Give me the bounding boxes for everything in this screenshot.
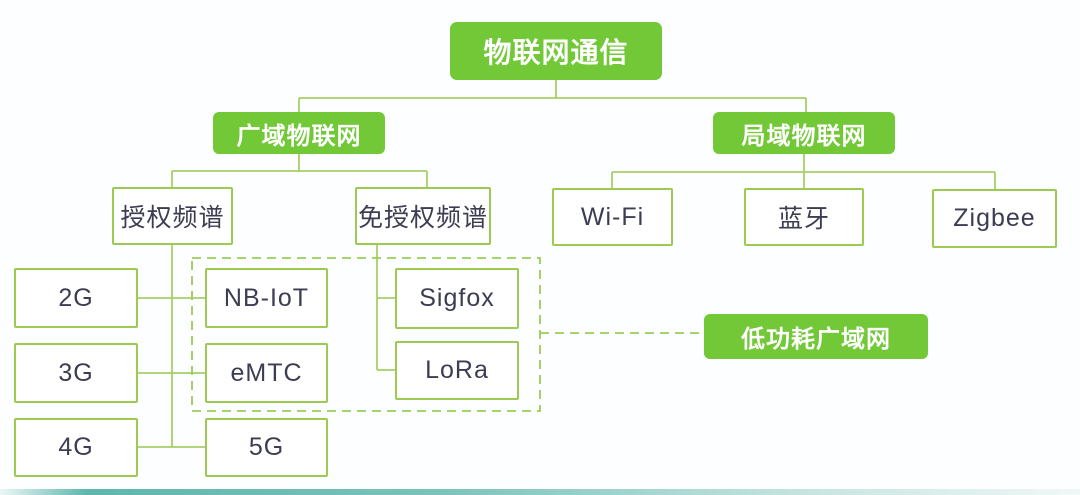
node-emtc: eMTC: [205, 343, 328, 403]
lpwan-group-outline: [191, 257, 541, 412]
node-bluetooth: 蓝牙: [744, 188, 864, 246]
node-wide-area-iot: 广域物联网: [213, 112, 385, 154]
node-wifi: Wi-Fi: [552, 188, 673, 246]
node-4g: 4G: [14, 418, 138, 477]
node-unlicensed-spectrum: 免授权频谱: [355, 187, 491, 245]
node-sigfox: Sigfox: [395, 268, 519, 329]
node-lora: LoRa: [395, 341, 519, 400]
node-5g: 5G: [205, 418, 328, 477]
node-zigbee: Zigbee: [932, 189, 1057, 248]
node-local-area-iot: 局域物联网: [713, 112, 895, 154]
node-3g: 3G: [14, 343, 138, 403]
node-2g: 2G: [14, 268, 138, 328]
node-licensed-spectrum: 授权频谱: [112, 187, 233, 245]
node-iot-communication: 物联网通信: [450, 22, 662, 80]
bottom-teal-strip: [0, 489, 1080, 495]
node-nb-iot: NB-IoT: [205, 268, 328, 328]
node-lpwan-label: 低功耗广域网: [704, 314, 928, 359]
